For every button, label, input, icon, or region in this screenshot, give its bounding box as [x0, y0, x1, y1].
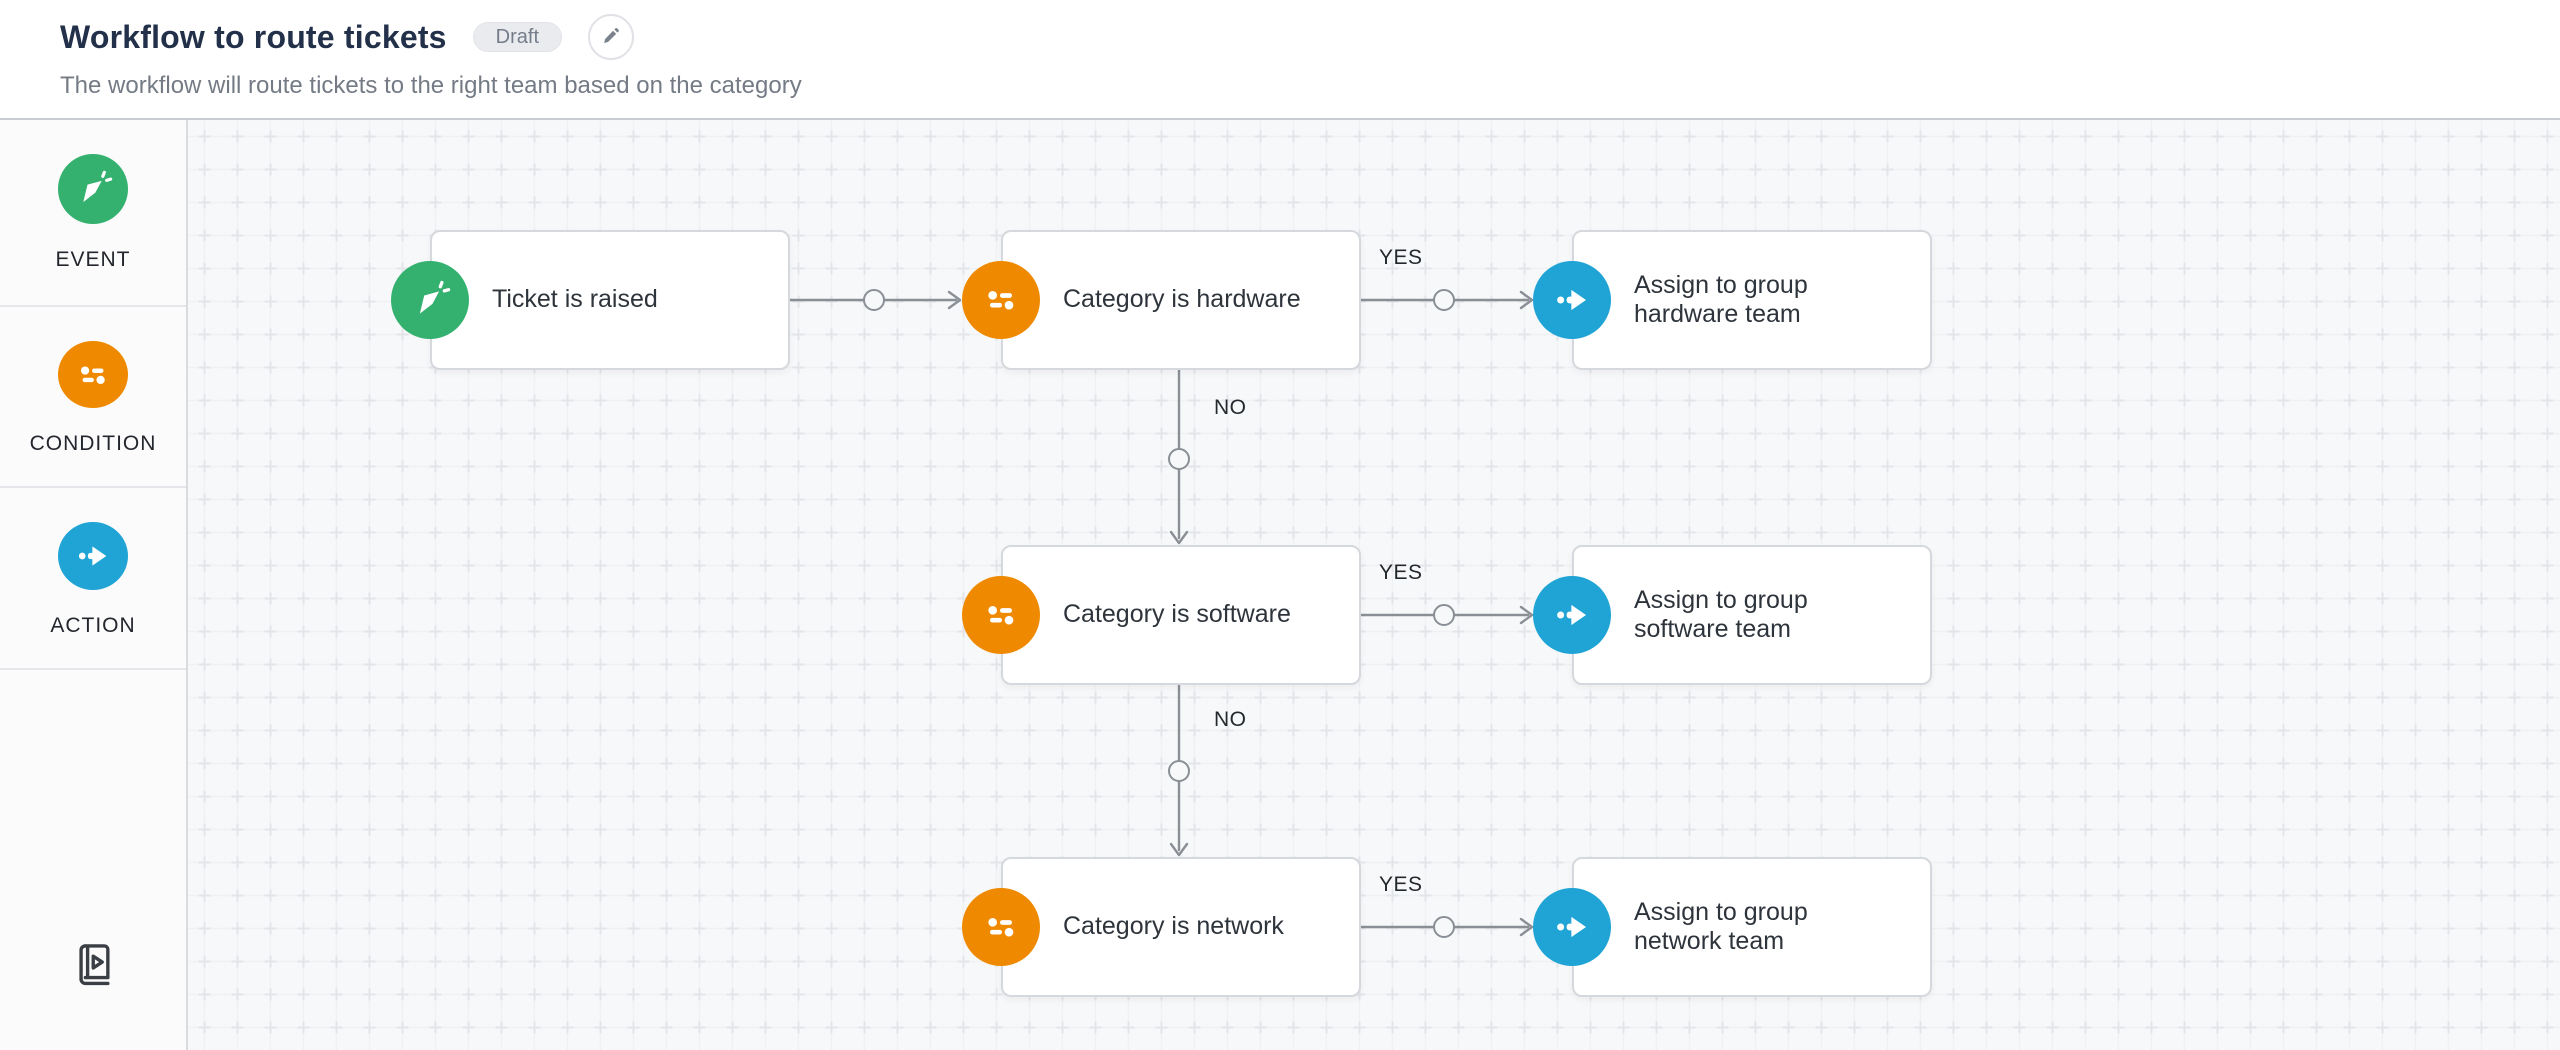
node-label: Assign to group software team	[1634, 585, 1808, 644]
pencil-icon	[599, 25, 623, 49]
forward-arrow-icon	[1533, 576, 1611, 654]
node-condition-software[interactable]: Category is software	[962, 545, 1361, 685]
forward-arrow-icon	[1533, 261, 1611, 339]
node-event-ticket-raised[interactable]: Ticket is raised	[391, 230, 790, 370]
palette-item-label: EVENT	[55, 248, 131, 271]
node-label: Assign to group hardware team	[1634, 270, 1808, 329]
node-label: Ticket is raised	[492, 285, 658, 314]
connector-handle[interactable]	[1168, 760, 1190, 782]
palette-item-event[interactable]: EVENT	[0, 120, 186, 307]
edge-label-yes: YES	[1379, 246, 1423, 269]
sliders-icon	[962, 888, 1040, 966]
connector-handle[interactable]	[1433, 604, 1455, 626]
node-condition-network[interactable]: Category is network	[962, 857, 1361, 997]
node-label: Category is hardware	[1063, 285, 1301, 314]
sliders-icon	[58, 341, 128, 408]
connector-handle[interactable]	[863, 289, 885, 311]
edge-label-yes: YES	[1379, 873, 1423, 896]
video-guide-book-icon[interactable]	[64, 936, 122, 994]
node-condition-hardware[interactable]: Category is hardware	[962, 230, 1361, 370]
edit-title-button[interactable]	[588, 14, 635, 60]
node-label: Category is software	[1063, 600, 1291, 629]
page-subtitle: The workflow will route tickets to the r…	[60, 72, 802, 99]
palette-item-action[interactable]: ACTION	[0, 488, 186, 670]
cursor-click-icon	[58, 154, 128, 224]
palette-item-label: ACTION	[50, 614, 136, 637]
node-action-hardware-team[interactable]: Assign to group hardware team	[1533, 230, 1932, 370]
title-row: Workflow to route tickets Draft	[60, 12, 635, 62]
sliders-icon	[962, 261, 1040, 339]
page-title: Workflow to route tickets	[60, 18, 447, 55]
palette-item-condition[interactable]: CONDITION	[0, 307, 186, 488]
palette-item-label: CONDITION	[29, 432, 157, 455]
cursor-click-icon	[391, 261, 469, 339]
connector-handle[interactable]	[1433, 289, 1455, 311]
edge-label-no: NO	[1214, 708, 1247, 731]
node-action-network-team[interactable]: Assign to group network team	[1533, 857, 1932, 997]
workflow-canvas[interactable]: YES NO YES NO YES Ticket is raised Categ…	[188, 120, 2560, 1050]
edge-label-no: NO	[1214, 396, 1247, 419]
connector-handle[interactable]	[1168, 448, 1190, 470]
forward-arrow-icon	[1533, 888, 1611, 966]
node-palette-sidebar: EVENT CONDITION ACTION	[0, 120, 188, 1050]
node-action-software-team[interactable]: Assign to group software team	[1533, 545, 1932, 685]
sliders-icon	[962, 576, 1040, 654]
status-badge: Draft	[472, 22, 563, 52]
node-label: Category is network	[1063, 912, 1284, 941]
connector-handle[interactable]	[1433, 916, 1455, 938]
node-label: Assign to group network team	[1634, 897, 1808, 956]
forward-arrow-icon	[58, 522, 128, 590]
page-header: Workflow to route tickets Draft The work…	[0, 0, 2560, 120]
edge-label-yes: YES	[1379, 561, 1423, 584]
